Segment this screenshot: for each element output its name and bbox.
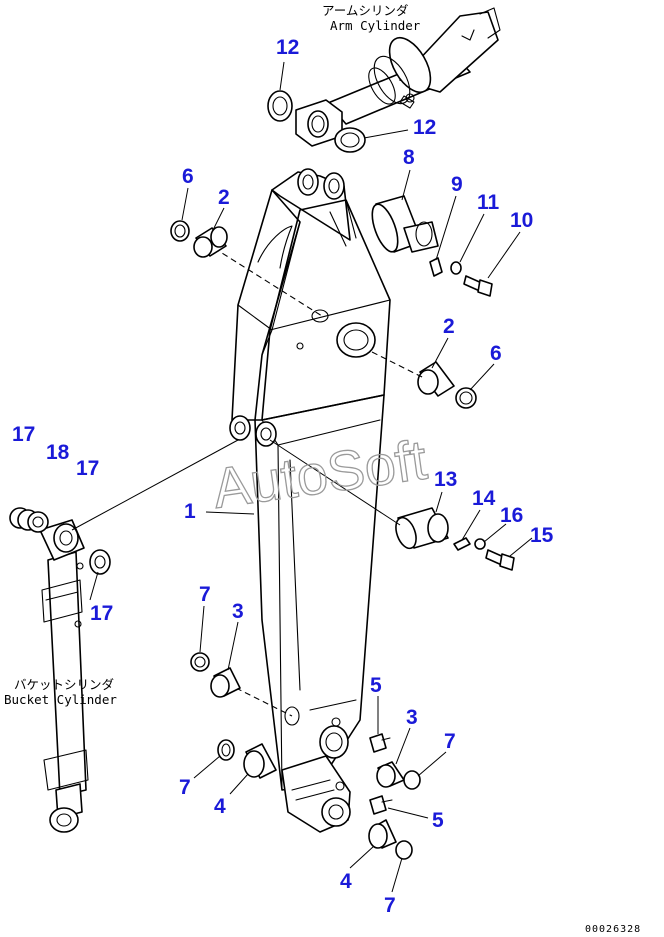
washer-11 (450, 261, 462, 275)
callout-17-left: 17 (12, 423, 35, 446)
callout-18: 18 (46, 441, 70, 464)
arm-cylinder-caption-en: Arm Cylinder (330, 18, 421, 33)
bushing-2-top (193, 226, 228, 258)
callout-7-bottom: 7 (384, 894, 396, 917)
callout-1: 1 (184, 500, 196, 523)
callout-12-right: 12 (413, 116, 436, 139)
grease-fitting-5-upper (369, 733, 391, 753)
callout-16: 16 (500, 504, 523, 527)
callout-11: 11 (477, 191, 500, 214)
bucket-cylinder-caption-jp: バケットシリンダ (14, 677, 114, 692)
arm-cylinder-caption-jp: アームシリンダ (322, 3, 408, 18)
bolt-10 (463, 275, 493, 297)
bucket-cylinder-drawing (39, 519, 89, 833)
seal-7-right (403, 770, 421, 790)
callout-14: 14 (472, 487, 496, 510)
callout-4-bottom: 4 (340, 870, 352, 893)
washer-17-lower (89, 549, 111, 575)
callout-10: 10 (510, 209, 533, 232)
callout-15: 15 (530, 524, 554, 547)
seal-7-lower-left (217, 739, 235, 761)
callout-3-left: 3 (232, 600, 244, 623)
bushing-2-right (417, 361, 455, 397)
bushing-4-left (243, 743, 277, 779)
seal-6-top (170, 220, 190, 242)
callout-7-right: 7 (444, 730, 456, 753)
washer-12-right (334, 127, 366, 153)
seal-7-upper-left (190, 652, 210, 672)
callout-2-right: 2 (443, 315, 455, 338)
callout-8: 8 (403, 146, 415, 169)
callout-7-upper-left: 7 (199, 583, 211, 606)
pin-8 (371, 195, 439, 253)
callout-5-upper: 5 (370, 674, 382, 697)
watermark: AutoSoft (209, 428, 431, 520)
washer-12-top (267, 90, 293, 122)
callout-5-lower: 5 (432, 809, 444, 832)
seal-6-right (455, 387, 477, 409)
callout-12-top: 12 (276, 36, 299, 59)
washer-16 (474, 538, 486, 550)
bushing-4-bottom (368, 819, 397, 849)
callout-2-top: 2 (218, 186, 230, 209)
bushing-3-right (376, 761, 405, 788)
pin-13 (395, 507, 449, 550)
callout-6-top: 6 (182, 165, 194, 188)
callout-4-left: 4 (214, 795, 226, 818)
leader-lines (89, 61, 533, 893)
grease-fitting-5-lower (369, 795, 393, 815)
seal-7-bottom (395, 840, 413, 860)
bushing-3-left (210, 667, 241, 698)
callout-7-lower-left: 7 (179, 776, 191, 799)
callout-numbers: 12 12 8 6 2 9 11 10 2 6 17 18 17 13 1 14… (12, 36, 554, 917)
arm-body (229, 168, 391, 833)
plate-9 (429, 257, 443, 277)
bucket-cylinder-caption-en: Bucket Cylinder (4, 692, 117, 707)
callout-17-mid: 17 (76, 457, 99, 480)
arm-cylinder-drawing (295, 7, 501, 147)
callout-13: 13 (434, 468, 457, 491)
washer-17-mid (27, 511, 49, 533)
callout-6-right: 6 (490, 342, 502, 365)
drawing-code: 00026328 (585, 924, 641, 935)
callout-9: 9 (451, 173, 463, 196)
callout-17-lower: 17 (90, 602, 113, 625)
callout-3-right: 3 (406, 706, 418, 729)
bolt-15 (485, 549, 515, 571)
